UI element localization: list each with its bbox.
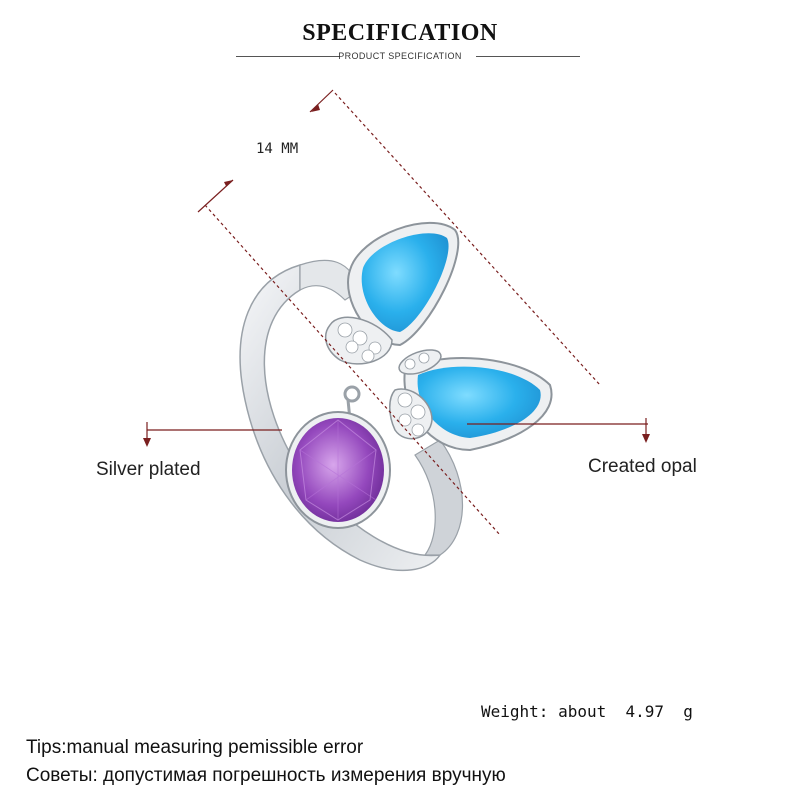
cz-stones: [337, 322, 426, 437]
tips-english: Tips:manual measuring pemissible error: [26, 737, 364, 758]
tips-russian: Советы: допустимая погрешность измерения…: [26, 765, 506, 786]
created-opal-label: Created opal: [588, 456, 697, 477]
spec-title: SPECIFICATION: [302, 20, 498, 46]
spec-subtitle: PRODUCT SPECIFICATION: [338, 51, 462, 61]
amethyst-pendant: [285, 385, 391, 529]
dimension-label: 14 MM: [256, 141, 299, 157]
title-rule-right: [476, 56, 580, 57]
guide-arrows: [143, 104, 650, 447]
title-rule-left: [236, 56, 340, 57]
upper-opal-wing: [361, 233, 449, 332]
weight-text: Weight: about 4.97 g: [481, 702, 693, 721]
butterfly-charm: [324, 221, 553, 452]
measurement-guides: [146, 89, 648, 536]
lower-opal-wing: [417, 366, 541, 438]
silver-plated-label: Silver plated: [96, 459, 201, 480]
